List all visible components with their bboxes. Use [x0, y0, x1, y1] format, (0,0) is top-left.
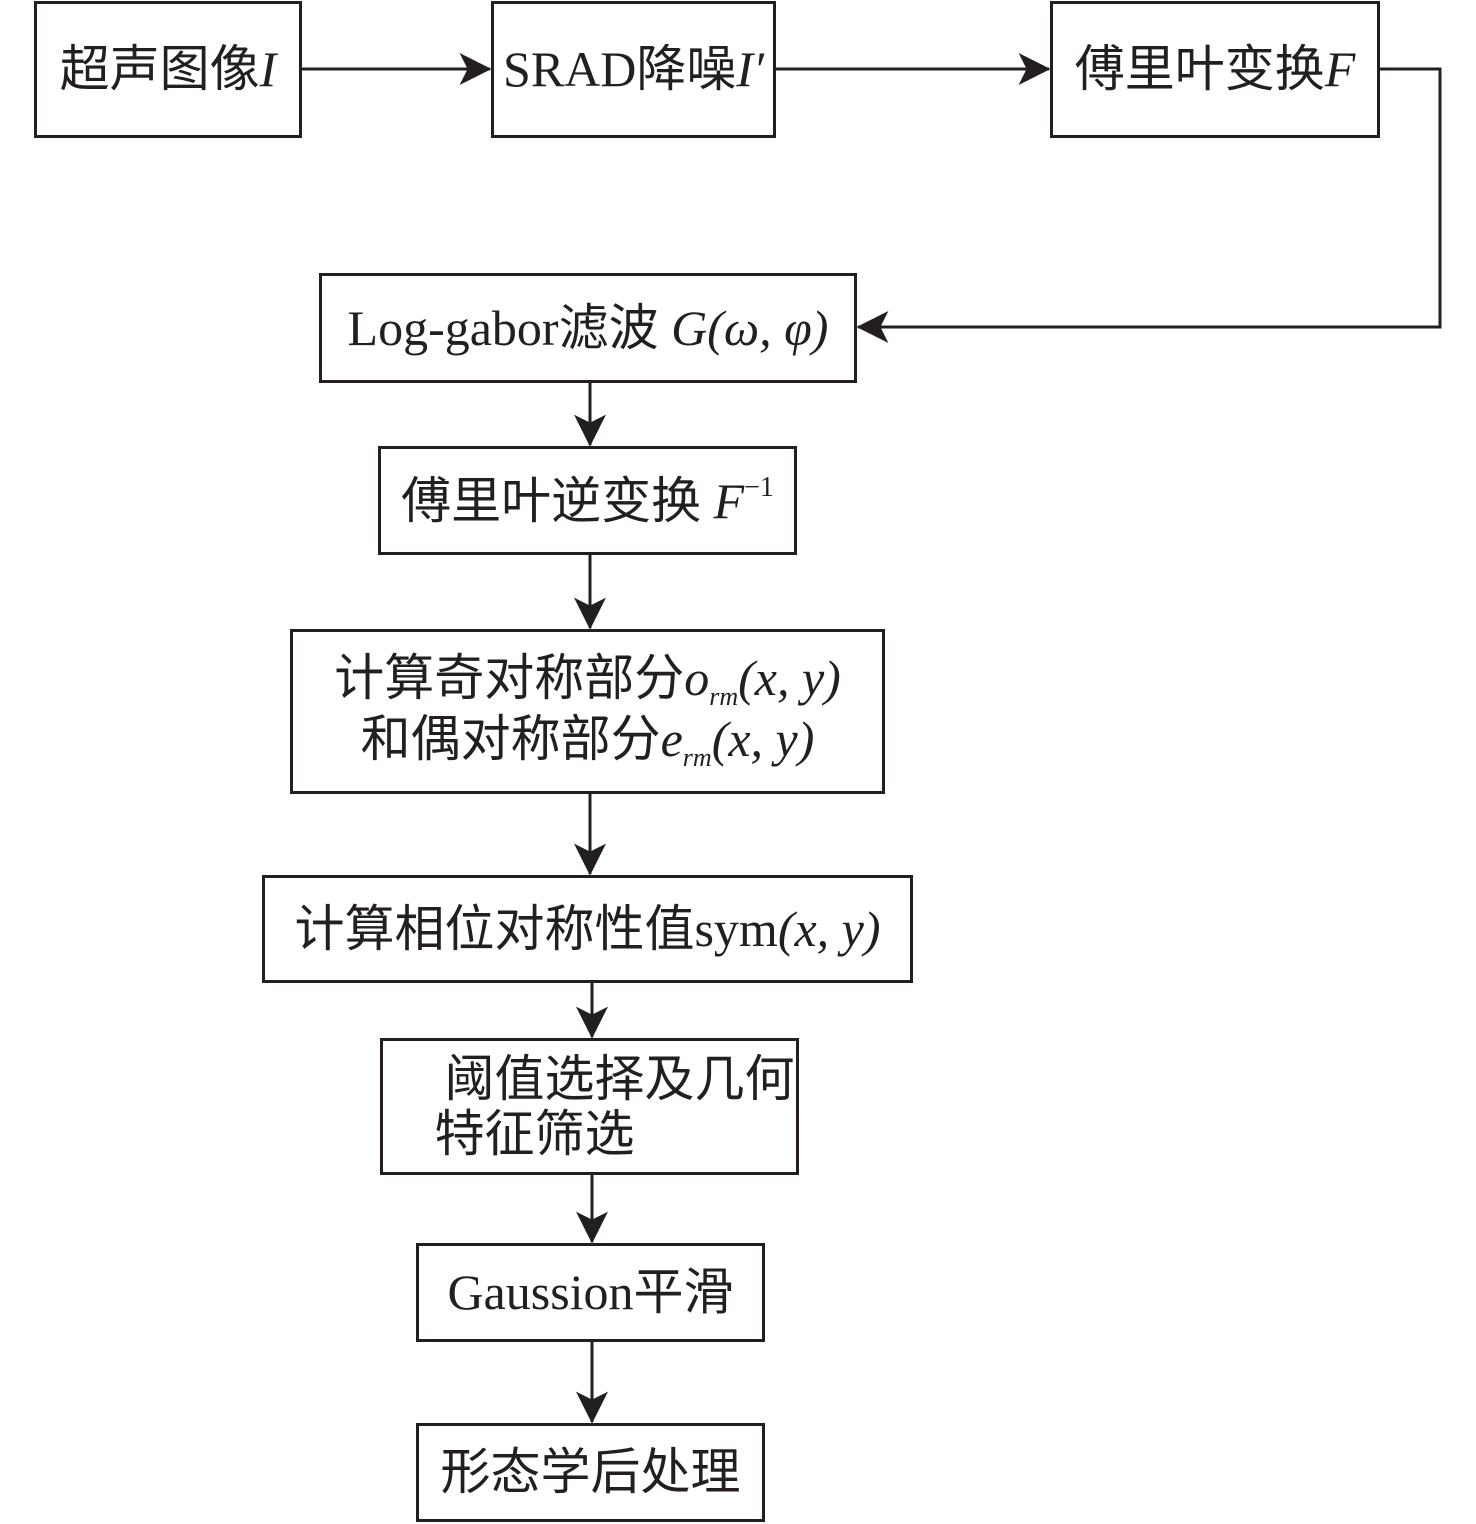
- node-label: Log-gabor滤波: [347, 299, 672, 356]
- node-label: 傅里叶逆变换: [401, 472, 714, 529]
- node-odd-even-parts: 计算奇对称部分orm(x, y) 和偶对称部分erm(x, y): [290, 629, 885, 794]
- node-line1: 阈值选择及几何: [444, 1050, 795, 1107]
- node-math: (x, y): [777, 900, 881, 957]
- node-fourier-transform: 傅里叶变换F: [1050, 1, 1380, 138]
- node-srad-denoise: SRAD降噪I′: [491, 1, 776, 138]
- node-math: I: [259, 41, 277, 97]
- node-ultrasound-image: 超声图像I: [34, 1, 302, 138]
- node-log-gabor-filter: Log-gabor滤波 G(ω, φ): [319, 273, 857, 383]
- node-line2-var: e: [660, 710, 683, 767]
- node-line2-sub: rm: [682, 742, 712, 772]
- node-math: G(ω, φ): [671, 299, 829, 356]
- node-line1-label: 计算奇对称部分: [334, 649, 685, 706]
- node-line2-label: 和偶对称部分: [360, 710, 661, 767]
- node-line1-var: o: [684, 649, 710, 706]
- node-math: F: [713, 472, 745, 529]
- node-line1-args: (x, y): [738, 649, 841, 706]
- node-gaussian-smoothing: Gaussion平滑: [416, 1243, 765, 1342]
- node-label: 形态学后处理: [440, 1444, 741, 1500]
- node-label: 傅里叶变换: [1074, 41, 1325, 97]
- node-morphological-postprocessing: 形态学后处理: [416, 1423, 765, 1522]
- node-math: I′: [736, 41, 764, 97]
- node-line2: 特征筛选: [434, 1105, 635, 1162]
- node-label: SRAD降噪: [503, 41, 737, 97]
- node-superscript: −1: [744, 471, 774, 503]
- node-phase-symmetry: 计算相位对称性值sym(x, y): [262, 875, 913, 983]
- node-label: 计算相位对称性值sym: [294, 900, 778, 957]
- node-threshold-selection: 阈值选择及几何 特征筛选: [380, 1038, 799, 1175]
- node-math: F: [1324, 41, 1356, 97]
- node-label: 超声图像: [59, 41, 260, 97]
- node-label: Gaussion平滑: [447, 1264, 734, 1320]
- node-line1-sub: rm: [709, 681, 739, 711]
- node-line2-args: (x, y): [711, 710, 815, 767]
- node-inverse-fourier: 傅里叶逆变换 F−1: [378, 446, 797, 555]
